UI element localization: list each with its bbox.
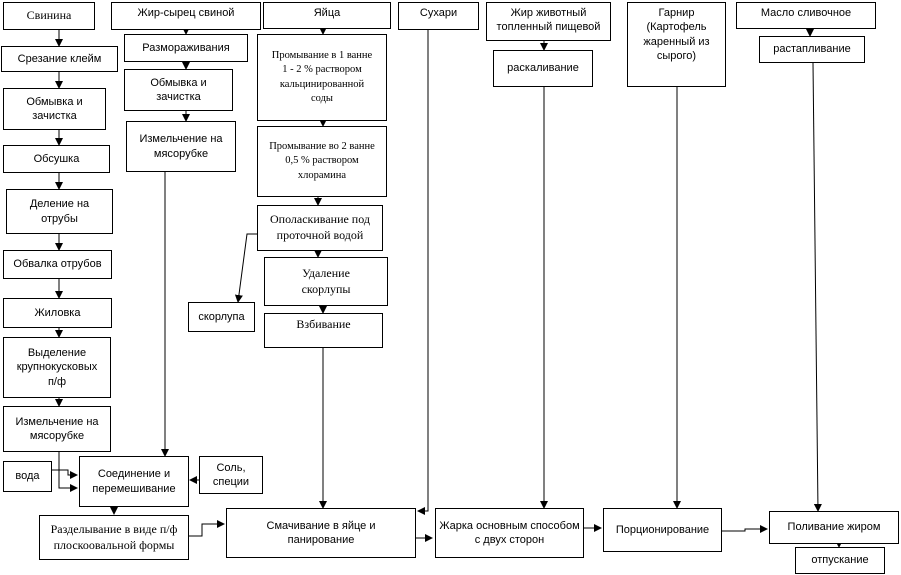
node-trim-brands: Срезание клейм — [1, 46, 118, 72]
node-rinse: Ополаскивание под проточной водой — [257, 205, 383, 251]
node-raw-fat: Жир-сырец свиной — [111, 2, 261, 30]
node-melting: растапливание — [759, 36, 865, 63]
node-grind-pork: Измельчение на мясорубке — [3, 406, 111, 452]
node-pork: Свинина — [3, 2, 95, 30]
node-mix: Соединение и перемешивание — [79, 456, 189, 507]
arrow-shaping-to-breading — [189, 520, 225, 537]
node-grind-fat: Измельчение на мясорубке — [126, 121, 236, 172]
node-frying: Жарка основным способом с двух сторон — [435, 508, 584, 558]
node-whisking: Взбивание — [264, 313, 383, 348]
node-eggs: Яйца — [263, 2, 391, 29]
node-deboning: Обвалка отрубов — [3, 250, 112, 279]
node-wash-soda: Промывание в 1 ванне 1 - 2 % раствором к… — [257, 34, 387, 121]
node-wash-clean-pork: Обмывка и зачистка — [3, 88, 106, 130]
node-drying: Обсушка — [3, 145, 110, 173]
node-cut-cuts: Деление на отрубы — [6, 189, 113, 234]
node-shell-removal: Удаление скорлупы — [264, 257, 388, 306]
arrow-grind-to-mix — [58, 452, 78, 492]
arrow-water-to-mix — [52, 469, 78, 479]
node-pour-fat: Поливание жиром — [769, 511, 899, 544]
node-breading-dip: Смачивание в яйце и панирование — [226, 508, 416, 558]
node-animal-fat: Жир животный топленный пищевой — [486, 2, 611, 41]
node-butter: Масло сливочное — [736, 2, 876, 29]
node-sinew-removal: Жиловка — [3, 298, 112, 328]
node-serving: отпускание — [795, 547, 885, 574]
node-separate-large: Выделение крупнокусковых п/ф — [3, 337, 111, 398]
node-portioning: Порционирование — [603, 508, 722, 552]
arrow-rinse-to-shell — [234, 233, 257, 303]
arrow-breadcrumbs-to-breading — [417, 30, 429, 515]
node-heating: раскаливание — [493, 50, 593, 87]
node-garnish: Гарнир (Картофель жаренный из сырого) — [627, 2, 726, 87]
node-shell: скорлупа — [188, 302, 255, 332]
arrow-melting-to-pourfat — [812, 62, 822, 512]
arrow-portioning-to-pourfat — [722, 525, 768, 533]
node-salt-spices: Соль, специи — [199, 456, 263, 494]
node-shaping: Разделывание в виде п/ф плоскоовальной ф… — [39, 515, 189, 560]
node-wash-clean-fat: Обмывка и зачистка — [124, 69, 233, 111]
node-breadcrumbs: Сухари — [398, 2, 479, 30]
node-defrost: Размораживания — [124, 34, 248, 62]
node-water: вода — [3, 461, 52, 492]
node-wash-chloramine: Промывание во 2 ванне 0,5 % раствором хл… — [257, 126, 387, 197]
